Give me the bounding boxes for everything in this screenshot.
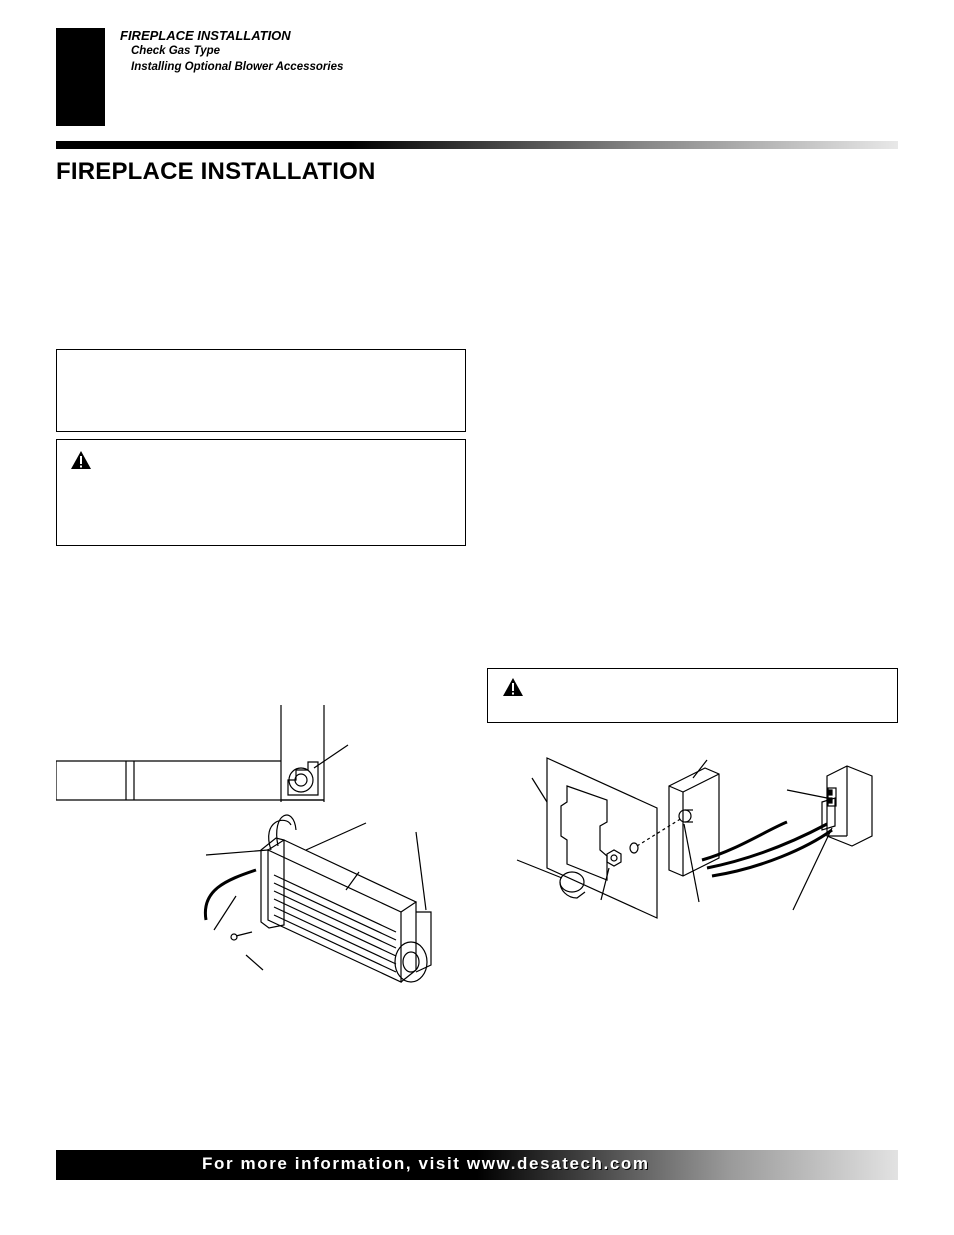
speed-control-figure [516,757,873,919]
page-title: FIREPLACE INSTALLATION [56,158,376,185]
header-gradient-rule [56,141,898,149]
header-subitem-check-gas-type: Check Gas Type [131,45,221,57]
notice-box [56,349,466,432]
blower-installation-figure [56,705,432,983]
warning-triangle-icon [71,451,91,469]
warning-box-left [56,439,466,546]
footer-website-text: For more information, visit www.desatech… [202,1154,650,1173]
warning-triangle-icon [503,678,523,696]
header-section-title: FIREPLACE INSTALLATION [120,28,291,43]
warning-box-right [487,668,898,723]
header-subitem-installing-blower: Installing Optional Blower Accessories [131,61,344,73]
footer-banner [56,1150,898,1180]
section-tab-marker [56,28,105,126]
